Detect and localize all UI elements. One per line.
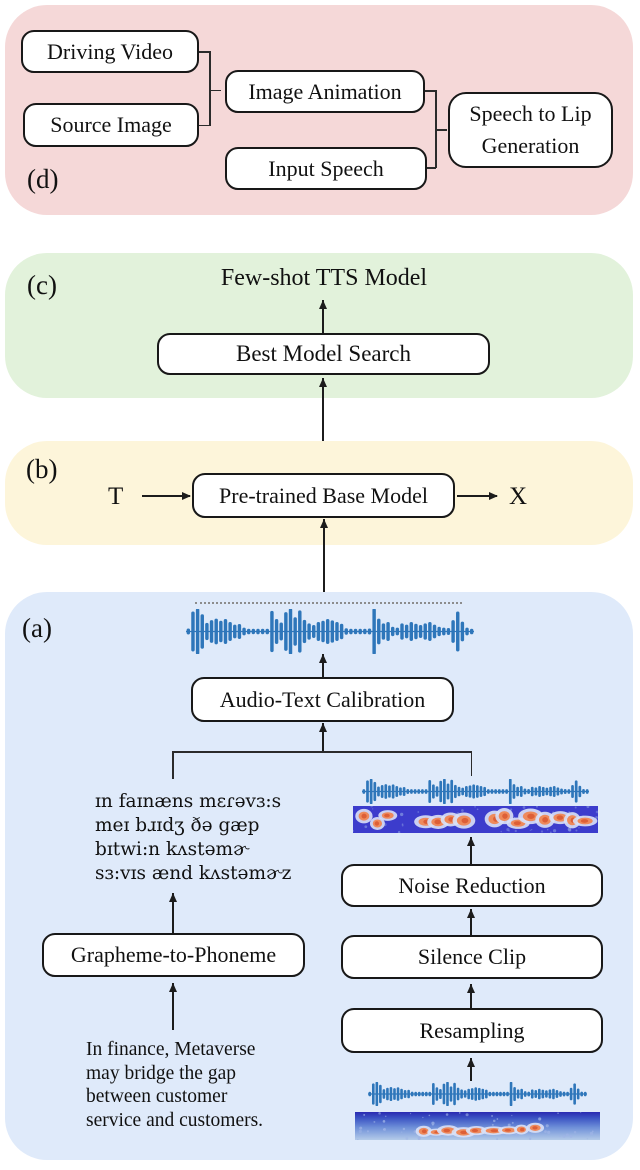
connector-line	[172, 751, 174, 779]
audio-text-calibration-label: Audio-Text Calibration	[219, 686, 426, 712]
speech-to-lip-box: Speech to Lip Generation	[448, 92, 613, 168]
arrow-up	[466, 837, 475, 864]
arrow-up	[168, 893, 177, 933]
connector-line	[209, 51, 211, 126]
arrow-right	[457, 491, 498, 500]
waveform-icon	[368, 1082, 587, 1106]
arrow-up	[168, 983, 177, 1030]
silence-clip-box: Silence Clip	[341, 935, 603, 979]
pretrained-base-model-box: Pre-trained Base Model	[192, 473, 455, 518]
connector-line	[427, 167, 436, 169]
grapheme-to-phoneme-label: Grapheme-to-Phoneme	[70, 942, 277, 968]
connector-line	[199, 51, 210, 53]
arrow-up	[318, 654, 327, 677]
connector-line	[470, 751, 473, 776]
noise-reduction-box: Noise Reduction	[341, 864, 603, 907]
resampling-box: Resampling	[341, 1008, 603, 1053]
connector-line	[435, 129, 447, 131]
driving-video-box: Driving Video	[21, 30, 199, 73]
silence-clip-label: Silence Clip	[417, 944, 527, 970]
input-symbol-T: T	[108, 483, 124, 510]
resampling-label: Resampling	[419, 1017, 525, 1043]
source-image-box: Source Image	[23, 103, 199, 147]
audio-text-calibration-box: Audio-Text Calibration	[191, 677, 454, 722]
arrow-up	[319, 519, 328, 592]
few-shot-tts-label: Few-shot TTS Model	[220, 265, 428, 291]
source-image-label: Source Image	[50, 112, 172, 138]
best-model-search-label: Best Model Search	[235, 341, 411, 367]
waveform-icon	[362, 779, 589, 804]
noise-reduction-label: Noise Reduction	[398, 872, 546, 898]
connector-line	[199, 124, 210, 127]
spectrogram-icon	[353, 806, 598, 833]
panel-a-tag: (a)	[22, 613, 52, 643]
arrow-up	[466, 984, 475, 1008]
input-speech-box: Input Speech	[225, 147, 427, 190]
waveform-icon	[186, 609, 474, 654]
driving-video-label: Driving Video	[47, 38, 173, 64]
panel-d-tag: (d)	[27, 164, 59, 194]
dotted-alignment-line	[195, 602, 462, 604]
spectrogram-icon	[355, 1112, 600, 1140]
panel-c-tag: (c)	[27, 270, 57, 300]
arrow-up	[466, 1058, 475, 1081]
arrow-up	[318, 300, 327, 333]
panel-b-tag: (b)	[26, 454, 58, 484]
connector-line	[209, 89, 221, 92]
arrow-up	[466, 909, 475, 935]
arrow-up	[318, 378, 327, 441]
pretrained-base-model-label: Pre-trained Base Model	[219, 482, 428, 508]
connector-line	[172, 751, 472, 753]
grapheme-to-phoneme-box: Grapheme-to-Phoneme	[42, 933, 305, 977]
connector-line	[425, 90, 436, 92]
arrow-right	[142, 491, 191, 500]
image-animation-box: Image Animation	[225, 70, 425, 113]
input-speech-label: Input Speech	[268, 155, 384, 181]
arrow-up	[318, 723, 327, 752]
output-symbol-X: X	[509, 483, 528, 510]
speech-to-lip-label: Speech to Lip Generation	[469, 101, 592, 158]
best-model-search-box: Best Model Search	[157, 333, 490, 375]
image-animation-label: Image Animation	[248, 78, 402, 104]
